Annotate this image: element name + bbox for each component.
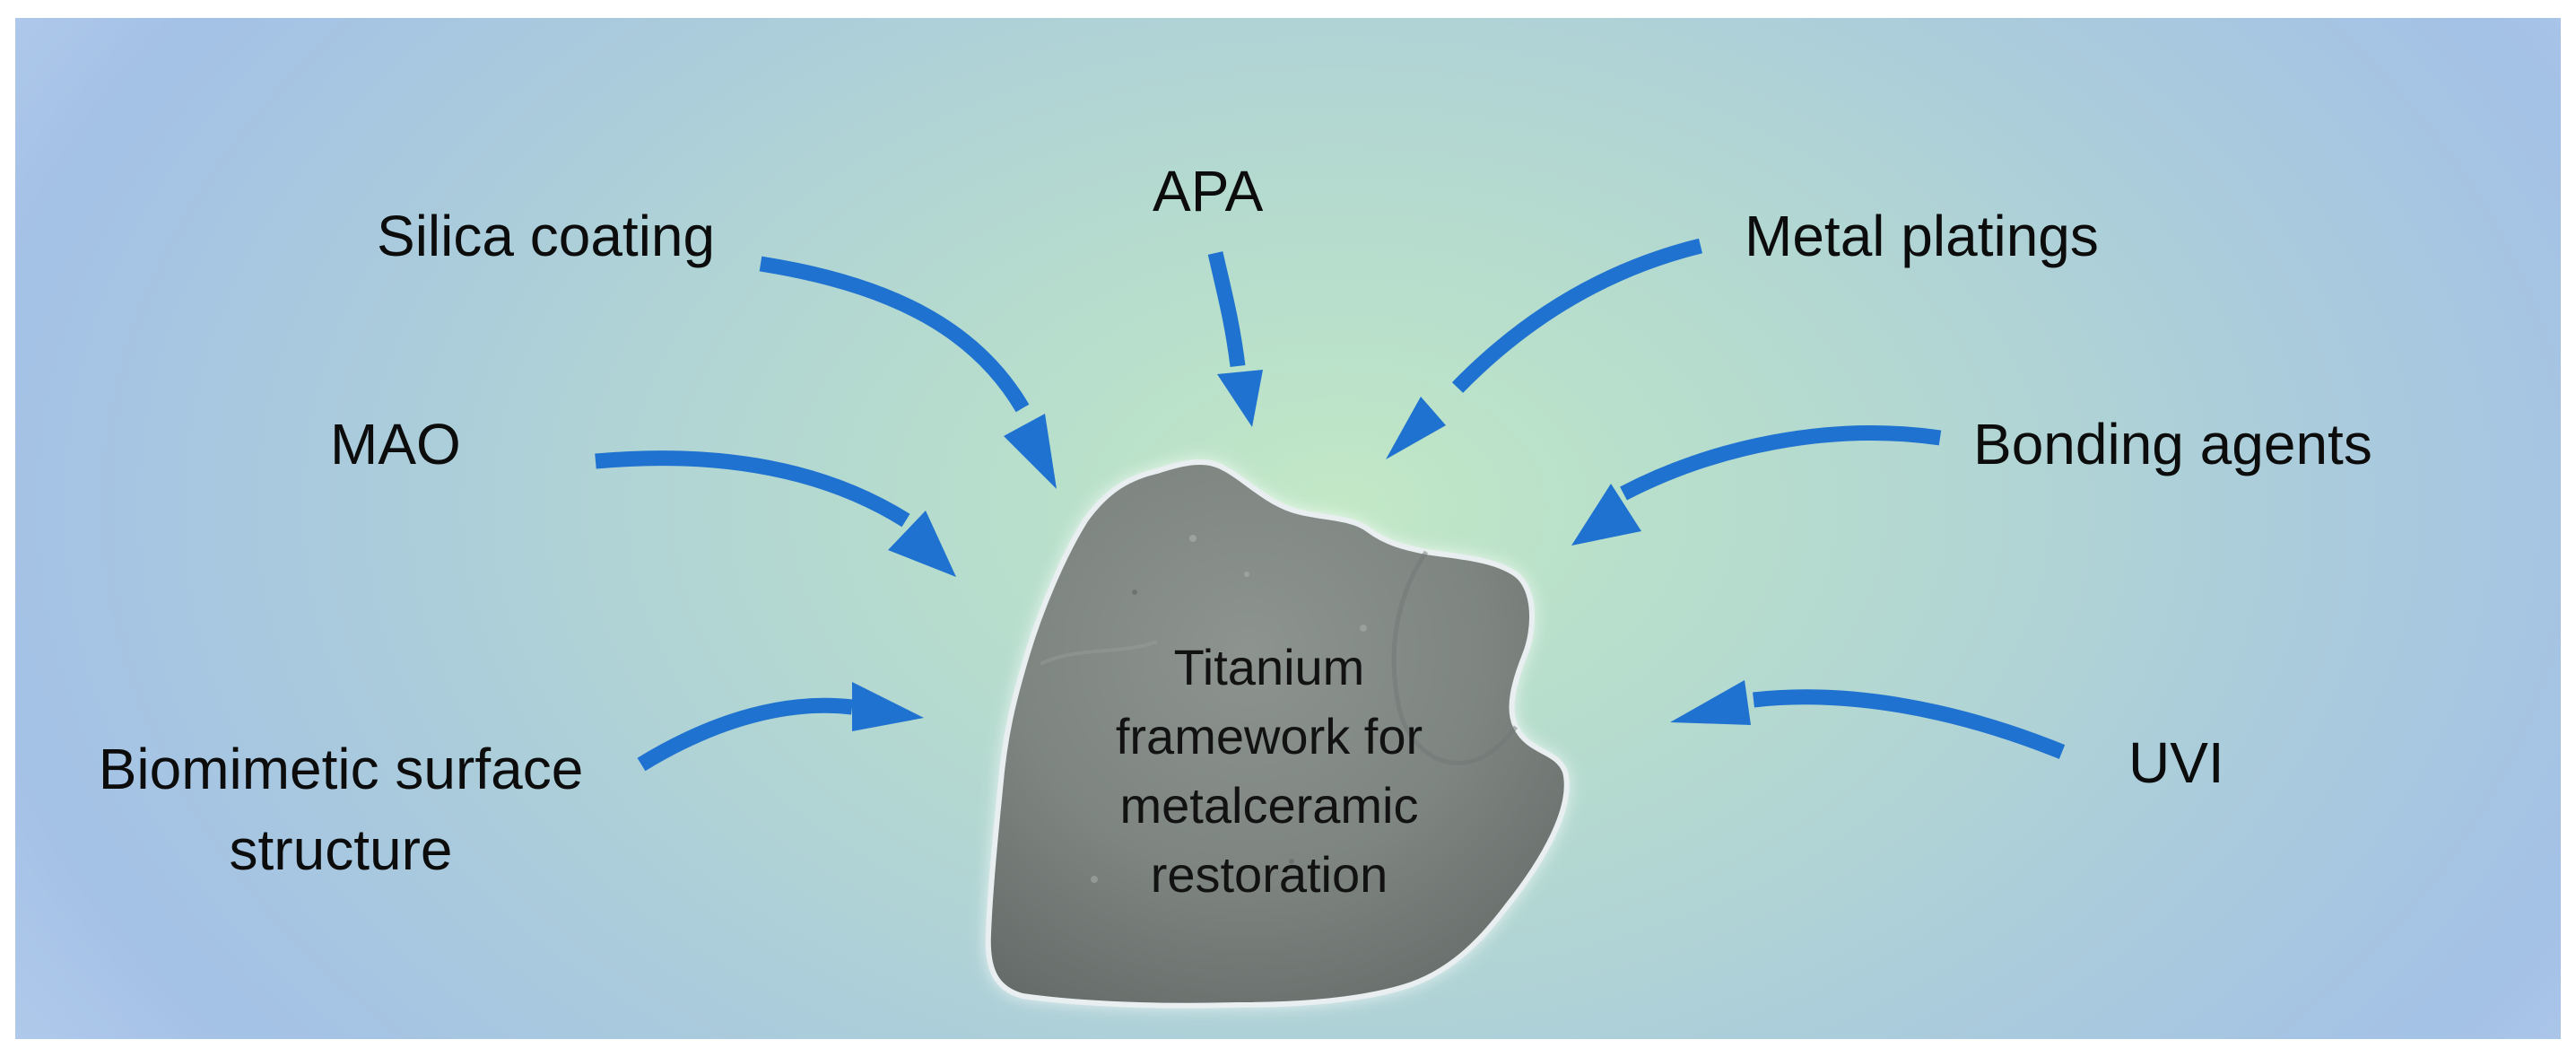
- arrowhead-biomimetic: [852, 682, 924, 731]
- arrowhead-mao: [888, 511, 956, 577]
- arrowhead-silica-coating: [1004, 414, 1057, 489]
- arrow-metal-platings: [1451, 238, 1703, 393]
- arrow-mao: [595, 450, 910, 528]
- label-apa: APA: [1153, 159, 1264, 223]
- arrowhead-apa: [1217, 370, 1263, 427]
- label-silica-coating: Silica coating: [377, 204, 716, 268]
- arrow-heads: [852, 370, 1751, 731]
- label-biomimetic-surface-structure: Biomimetic surface structure: [98, 737, 584, 882]
- stone-shape: [985, 459, 1570, 1009]
- arrow-uvi: [1753, 689, 2066, 759]
- arrow-bonding-agents: [1620, 425, 1942, 501]
- label-mao: MAO: [330, 412, 461, 476]
- arrowhead-uvi: [1670, 680, 1751, 725]
- arrows: [595, 238, 2066, 772]
- label-uvi: UVI: [2128, 730, 2224, 795]
- arrow-apa: [1207, 251, 1246, 368]
- label-metal-platings: Metal platings: [1745, 204, 2099, 268]
- arrowhead-bonding-agents: [1571, 484, 1641, 546]
- label-bonding-agents: Bonding agents: [1973, 412, 2372, 476]
- center-label-titanium-framework: Titanium framework for metalceramic rest…: [1115, 639, 1423, 903]
- arrow-biomimetic: [637, 697, 853, 772]
- arrow-silica-coating: [759, 256, 1030, 413]
- arrowhead-metal-platings: [1386, 397, 1446, 459]
- titanium-framework-image: [985, 459, 1570, 1009]
